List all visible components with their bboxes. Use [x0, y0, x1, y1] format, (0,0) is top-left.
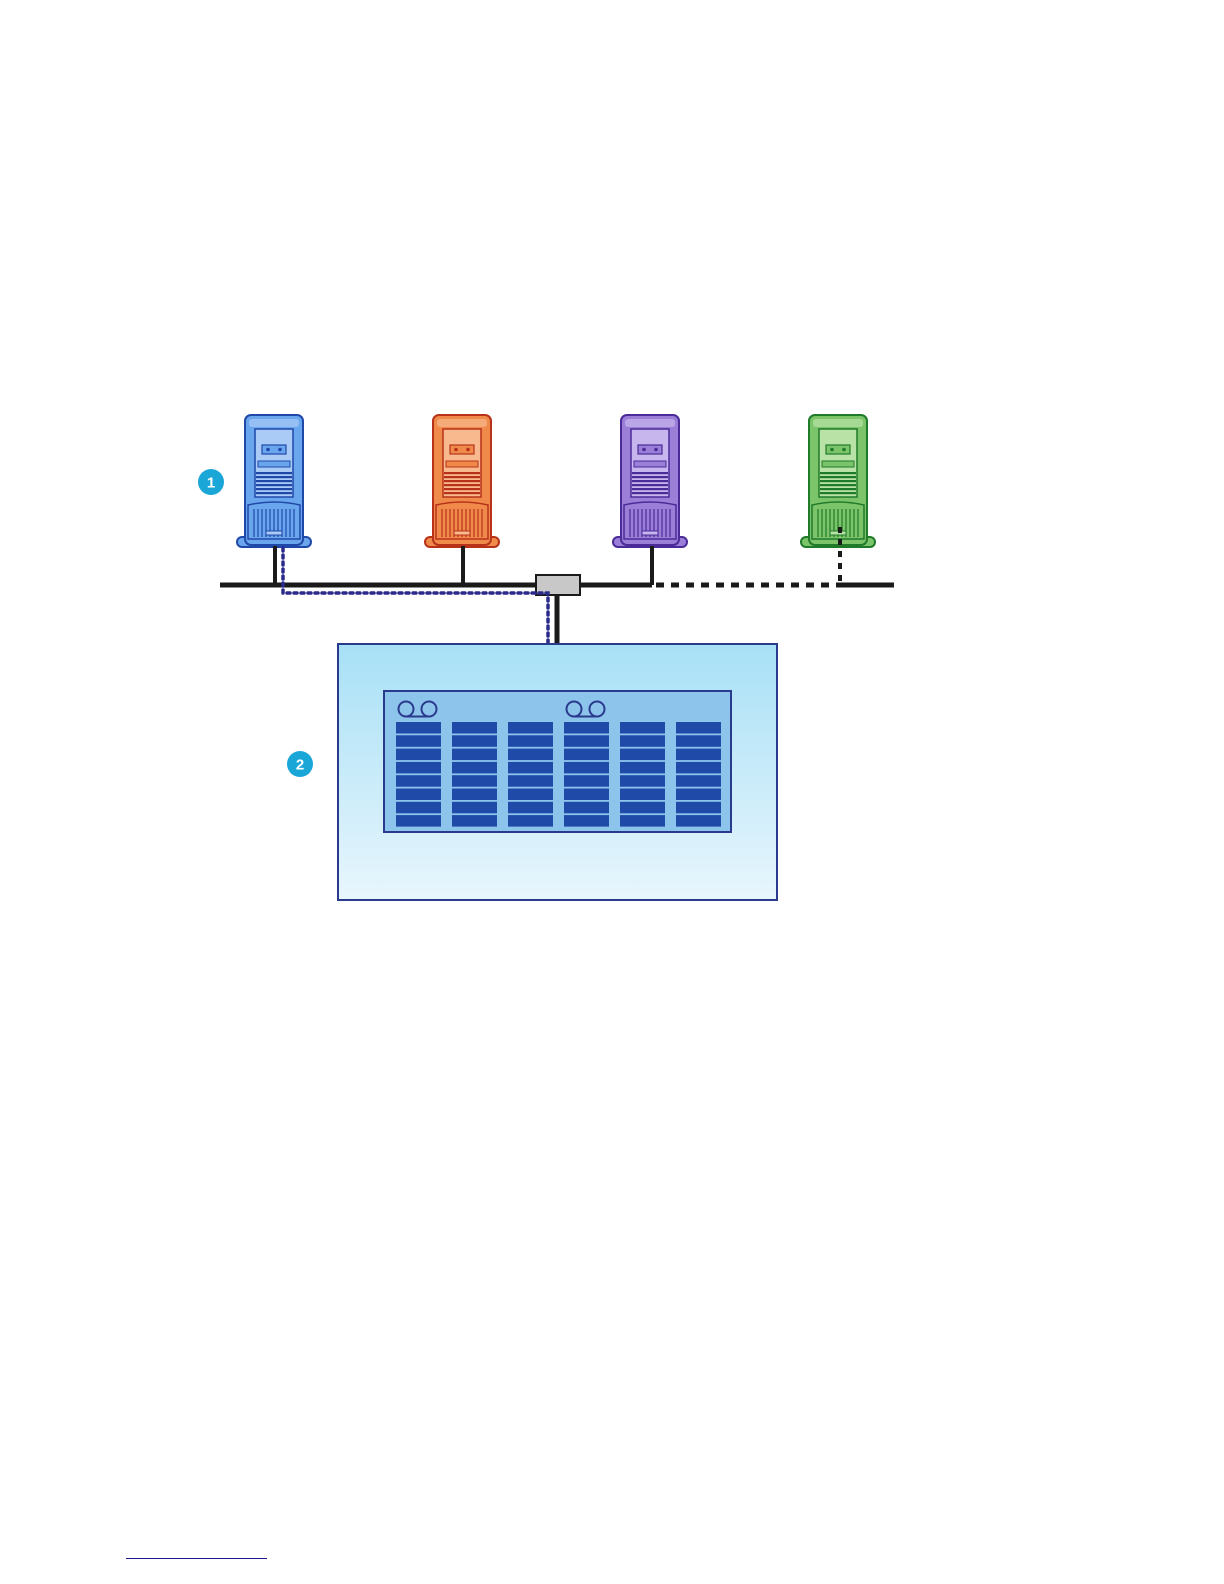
data-path-server-to-switch [283, 548, 548, 653]
server-blue-icon [237, 415, 311, 547]
tape-slot [396, 789, 441, 801]
tape-slot [676, 815, 721, 827]
tape-slot [676, 735, 721, 747]
tape-slot [396, 749, 441, 761]
tape-slot [508, 749, 553, 761]
tape-slot [620, 789, 665, 801]
callout-2: 2 [287, 751, 313, 777]
tape-slot [452, 722, 497, 734]
tape-slot [396, 722, 441, 734]
tape-slot [564, 789, 609, 801]
tape-slot [396, 735, 441, 747]
tape-slot [396, 815, 441, 827]
tape-slot [452, 802, 497, 814]
tape-slot [564, 802, 609, 814]
tape-slot [452, 815, 497, 827]
tape-slot [676, 722, 721, 734]
tape-slot [620, 775, 665, 787]
tape-slot [396, 762, 441, 774]
lan-backbone [220, 527, 894, 644]
server-purple-icon [613, 415, 687, 547]
tape-slot [676, 762, 721, 774]
tape-slot [676, 749, 721, 761]
footnote-rule [126, 1558, 267, 1559]
tape-slot [452, 762, 497, 774]
tape-slot [564, 815, 609, 827]
callout-2-label: 2 [296, 757, 304, 774]
tape-slot [564, 762, 609, 774]
tape-slot [508, 789, 553, 801]
tape-slot [564, 735, 609, 747]
tape-slot [452, 749, 497, 761]
servers [237, 415, 875, 547]
tape-slot [508, 762, 553, 774]
tape-slot [676, 775, 721, 787]
server-orange-icon [425, 415, 499, 547]
tape-slot [452, 735, 497, 747]
tape-slot [620, 722, 665, 734]
tape-slot [508, 802, 553, 814]
tape-slot [676, 789, 721, 801]
tape-slot [620, 735, 665, 747]
tape-slot [452, 789, 497, 801]
tape-slot [620, 802, 665, 814]
tape-slot [564, 722, 609, 734]
tape-slot [396, 802, 441, 814]
tape-slot [508, 775, 553, 787]
tape-slot [564, 749, 609, 761]
tape-slot [508, 815, 553, 827]
tape-slot [676, 802, 721, 814]
tape-slot [620, 815, 665, 827]
tape-slot [452, 775, 497, 787]
callout-1: 1 [198, 469, 224, 495]
tape-slot [396, 775, 441, 787]
tape-slot [620, 762, 665, 774]
callout-1-label: 1 [207, 475, 215, 492]
tape-slot [620, 749, 665, 761]
tape-slot [508, 722, 553, 734]
tape-library [338, 644, 777, 900]
tape-slot [564, 775, 609, 787]
tape-slot [508, 735, 553, 747]
